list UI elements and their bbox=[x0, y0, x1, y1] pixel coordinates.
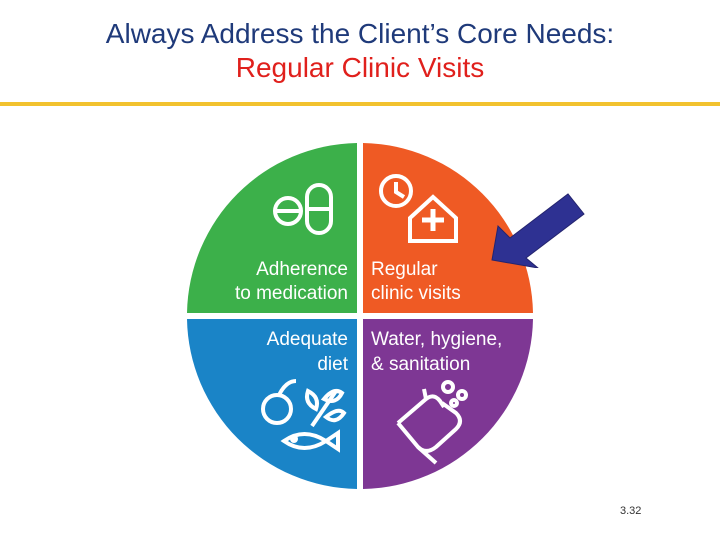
diet-label-line-1: Adequate bbox=[267, 329, 348, 350]
diet-label-line-2: diet bbox=[317, 354, 348, 375]
quadrant-water bbox=[363, 319, 533, 489]
pills-icon bbox=[273, 183, 333, 235]
slide-number: 3.32 bbox=[620, 505, 642, 517]
food-icon bbox=[261, 379, 347, 453]
clock-clinic-icon bbox=[379, 174, 458, 243]
slide-title: Always Address the Client’s Core Needs: … bbox=[0, 17, 720, 85]
title-line-1: Always Address the Client’s Core Needs: bbox=[105, 18, 615, 49]
core-needs-diagram: Adherence to medication Regular clinic v… bbox=[186, 141, 534, 491]
title-line-2: Regular Clinic Visits bbox=[235, 52, 485, 83]
adherence-label-line-2: to medication bbox=[235, 283, 348, 304]
clinic-label-line-2: clinic visits bbox=[371, 283, 461, 304]
quadrant-clinic bbox=[363, 143, 533, 313]
title-divider bbox=[0, 102, 720, 106]
pointer-arrow-icon bbox=[491, 193, 585, 268]
clinic-label-line-1: Regular bbox=[371, 259, 438, 280]
handwashing-icon bbox=[396, 380, 468, 465]
water-label-line-1: Water, hygiene, bbox=[371, 329, 502, 350]
water-label-line-2: & sanitation bbox=[371, 354, 470, 375]
adherence-label-line-1: Adherence bbox=[256, 259, 348, 280]
